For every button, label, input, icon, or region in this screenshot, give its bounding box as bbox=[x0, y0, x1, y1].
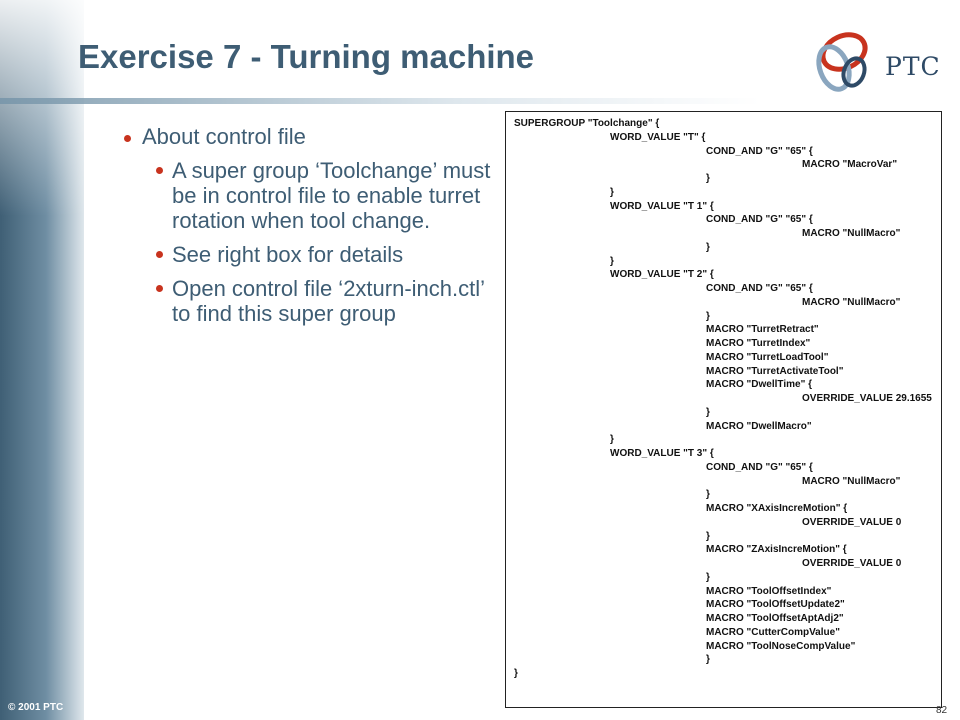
code-line: WORD_VALUE "T 1" { bbox=[610, 200, 714, 212]
bullet-dot-icon bbox=[156, 167, 163, 174]
control-file-code-box: SUPERGROUP "Toolchange" { WORD_VALUE "T" … bbox=[505, 111, 942, 708]
code-line: } bbox=[610, 434, 614, 446]
bullet-dot-icon bbox=[124, 135, 131, 142]
code-line: MACRO "MacroVar" bbox=[802, 159, 898, 171]
code-line: WORD_VALUE "T 3" { bbox=[610, 448, 714, 459]
code-line: COND_AND "G" "65" { bbox=[706, 461, 813, 473]
bullet-dot-icon bbox=[156, 285, 163, 292]
code-line: COND_AND "G" "65" { bbox=[706, 214, 813, 226]
code-line: MACRO "TurretLoadTool" bbox=[706, 351, 829, 363]
slide-title: Exercise 7 - Turning machine bbox=[78, 38, 535, 75]
code-line: } bbox=[706, 571, 710, 583]
code-line: MACRO "TurretIndex" bbox=[706, 338, 811, 349]
ptc-logo-icon bbox=[816, 32, 868, 92]
bullet-item: See right box for details bbox=[118, 242, 508, 267]
code-line: OVERRIDE_VALUE 29.1655 bbox=[802, 393, 932, 404]
code-line: MACRO "TurretRetract" bbox=[706, 324, 819, 336]
code-line: MACRO "TurretActivateTool" bbox=[706, 365, 844, 377]
bullet-item-text: A super group ‘Toolchange’ must be in co… bbox=[172, 158, 491, 233]
code-line: WORD_VALUE "T 2" { bbox=[610, 269, 714, 281]
code-line: OVERRIDE_VALUE 0 bbox=[802, 516, 902, 528]
code-line: } bbox=[610, 255, 614, 267]
code-line: MACRO "ToolOffsetUpdate2" bbox=[706, 599, 845, 611]
code-line: } bbox=[706, 489, 710, 501]
code-line: MACRO "XAxisIncreMotion" { bbox=[706, 503, 848, 514]
code-line: MACRO "ZAxisIncreMotion" { bbox=[706, 544, 847, 556]
bullet-dot-icon bbox=[156, 251, 163, 258]
code-line: } bbox=[706, 530, 710, 542]
logo-text: PTC bbox=[885, 52, 941, 81]
bullet-list: About control file A super group ‘Toolch… bbox=[118, 124, 508, 335]
code-line: MACRO "ToolNoseCompValue" bbox=[706, 640, 856, 652]
code-line: } bbox=[706, 241, 710, 253]
code-line: SUPERGROUP "Toolchange" { bbox=[514, 118, 660, 129]
bullet-item-text: Open control file ‘2xturn-inch.ctl’ to f… bbox=[172, 276, 485, 326]
bullet-item: Open control file ‘2xturn-inch.ctl’ to f… bbox=[118, 276, 508, 326]
bullet-item: A super group ‘Toolchange’ must be in co… bbox=[118, 158, 508, 233]
code-line: } bbox=[610, 186, 614, 198]
page-number: 82 bbox=[936, 705, 948, 716]
code-line: MACRO "ToolOffsetIndex" bbox=[706, 585, 832, 597]
bullet-heading-text: About control file bbox=[142, 124, 306, 149]
bullet-heading: About control file bbox=[118, 124, 508, 150]
code-line: MACRO "NullMacro" bbox=[802, 296, 901, 308]
code-line: OVERRIDE_VALUE 0 bbox=[802, 558, 902, 569]
code-line: MACRO "NullMacro" bbox=[802, 475, 901, 487]
sidebar-fade bbox=[0, 0, 84, 720]
code-line: } bbox=[706, 310, 710, 322]
code-line: } bbox=[514, 668, 518, 679]
code-line: COND_AND "G" "65" { bbox=[706, 283, 813, 294]
copyright-text: © 2001 PTC bbox=[8, 702, 64, 713]
title-underline bbox=[0, 98, 760, 104]
code-line: MACRO "ToolOffsetAptAdj2" bbox=[706, 613, 844, 624]
code-line: MACRO "DwellMacro" bbox=[706, 420, 812, 432]
code-line: WORD_VALUE "T" { bbox=[610, 131, 706, 143]
code-line: MACRO "CutterCompValue" bbox=[706, 626, 840, 638]
code-line: } bbox=[706, 654, 710, 666]
code-line: MACRO "DwellTime" { bbox=[706, 379, 812, 391]
code-line: COND_AND "G" "65" { bbox=[706, 145, 813, 157]
bullet-item-text: See right box for details bbox=[172, 242, 404, 267]
code-line: } bbox=[706, 406, 710, 418]
code-line: MACRO "NullMacro" bbox=[802, 228, 901, 239]
code-line: } bbox=[706, 173, 710, 184]
